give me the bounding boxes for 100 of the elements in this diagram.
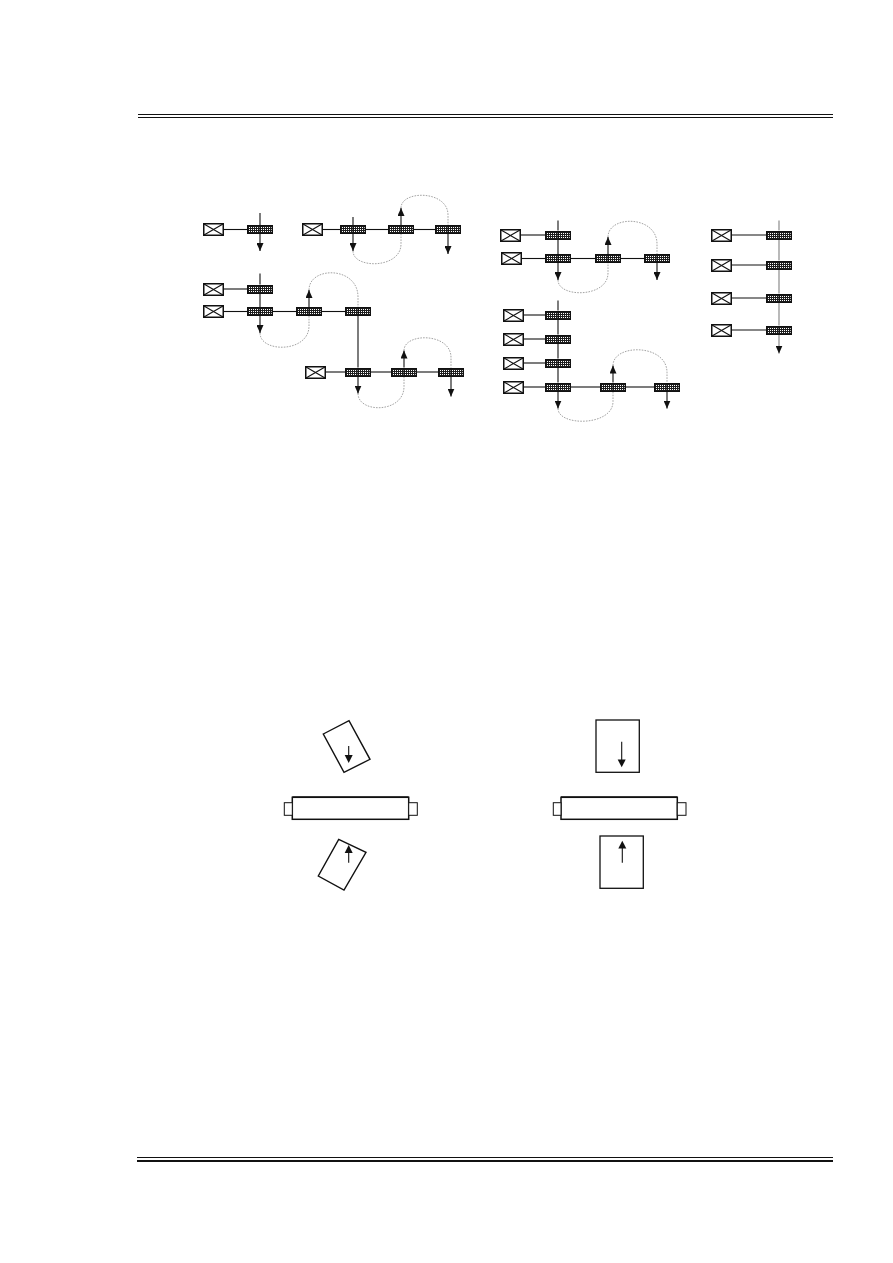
connector-line (778, 219, 780, 232)
curved-line (259, 315, 310, 348)
arrow (554, 390, 562, 410)
hatched-bar (766, 260, 792, 270)
crossed-box (500, 228, 521, 242)
arrow (397, 207, 405, 226)
connector-line (365, 228, 389, 231)
curved-line (357, 376, 405, 409)
crossed-box (302, 223, 323, 236)
curved-line (557, 391, 614, 422)
connector-line (357, 315, 359, 369)
hatched-bar (247, 284, 273, 294)
connector-line (778, 301, 780, 327)
arrow (256, 315, 264, 334)
connector-line (272, 310, 297, 313)
hatched-bar (340, 225, 366, 234)
connector-line (352, 216, 354, 226)
hatched-bar (595, 254, 621, 263)
arrow (604, 236, 612, 255)
connector-line (523, 362, 546, 364)
hatched-bar (766, 230, 792, 240)
arrow (400, 349, 408, 369)
hatched-bar (438, 367, 464, 377)
connector-line (523, 386, 546, 388)
curved-line (400, 194, 449, 226)
curved-line (612, 349, 668, 383)
hatched-bar (654, 382, 680, 392)
curved-line (557, 262, 609, 294)
curved-line (352, 233, 402, 265)
crossed-box (203, 282, 224, 296)
connector-line (557, 318, 559, 336)
connector-line (778, 268, 780, 295)
arrow (354, 375, 362, 395)
hatched-bar (545, 334, 571, 344)
hatched-bar (600, 382, 626, 392)
hatched-bar (766, 293, 792, 303)
crossed-box (501, 252, 522, 265)
crossed-box (305, 365, 326, 379)
connector-line (570, 386, 601, 388)
curved-line (308, 272, 359, 308)
hatched-bar (345, 367, 371, 377)
connector-line (521, 257, 546, 260)
connector-line (557, 342, 559, 360)
hatched-bar (391, 367, 417, 377)
connector-line (520, 234, 546, 236)
hatched-bar (545, 310, 571, 320)
connector-line (778, 238, 780, 262)
hatched-bar (247, 307, 273, 316)
crossed-box (503, 380, 524, 394)
crossed-box (711, 228, 732, 242)
connector-line (416, 371, 439, 373)
curved-line (607, 220, 658, 255)
connector-line (523, 314, 546, 316)
hatched-bar (766, 325, 792, 335)
crossed-box (711, 258, 732, 272)
hatched-bar (545, 382, 571, 392)
crossed-box (503, 308, 524, 322)
connector-line (223, 228, 248, 231)
connector-line (413, 228, 436, 231)
arrow (653, 262, 661, 281)
arrow (775, 333, 783, 355)
hatched-bar (545, 254, 571, 263)
arrow (444, 233, 452, 255)
connector-line (557, 299, 559, 312)
connector-line (259, 212, 261, 226)
arrow (554, 262, 562, 281)
connector-line (321, 310, 346, 313)
hatched-bar (345, 307, 371, 316)
crossed-box (503, 332, 524, 346)
connector-line (325, 371, 346, 373)
arrow (609, 364, 617, 384)
arrow (349, 233, 357, 252)
connector-line (625, 386, 655, 388)
hatched-bar (545, 230, 571, 240)
connector-line (223, 288, 248, 290)
hatched-bar (435, 225, 461, 234)
crossed-box (711, 323, 732, 337)
connector-line (557, 238, 559, 255)
crossed-box (203, 223, 224, 236)
connector-line (259, 292, 261, 308)
connector-line (557, 219, 559, 232)
connector-line (620, 257, 645, 260)
connector-line (731, 297, 767, 299)
connector-line (370, 371, 392, 373)
arrow (447, 375, 455, 398)
connector-line (223, 310, 248, 313)
connector-line (570, 257, 596, 260)
crossed-box (203, 305, 224, 318)
connector-line (259, 272, 261, 286)
arrow (663, 390, 671, 410)
hatched-bar (296, 307, 322, 316)
hatched-bar (247, 225, 273, 234)
arrow (256, 233, 264, 252)
curved-line (403, 337, 452, 368)
arrow (305, 289, 313, 308)
hatched-bar (388, 225, 414, 234)
connector-line (523, 338, 546, 340)
connector-line (731, 234, 767, 236)
connector-line (731, 264, 767, 266)
connector-line (557, 366, 559, 384)
